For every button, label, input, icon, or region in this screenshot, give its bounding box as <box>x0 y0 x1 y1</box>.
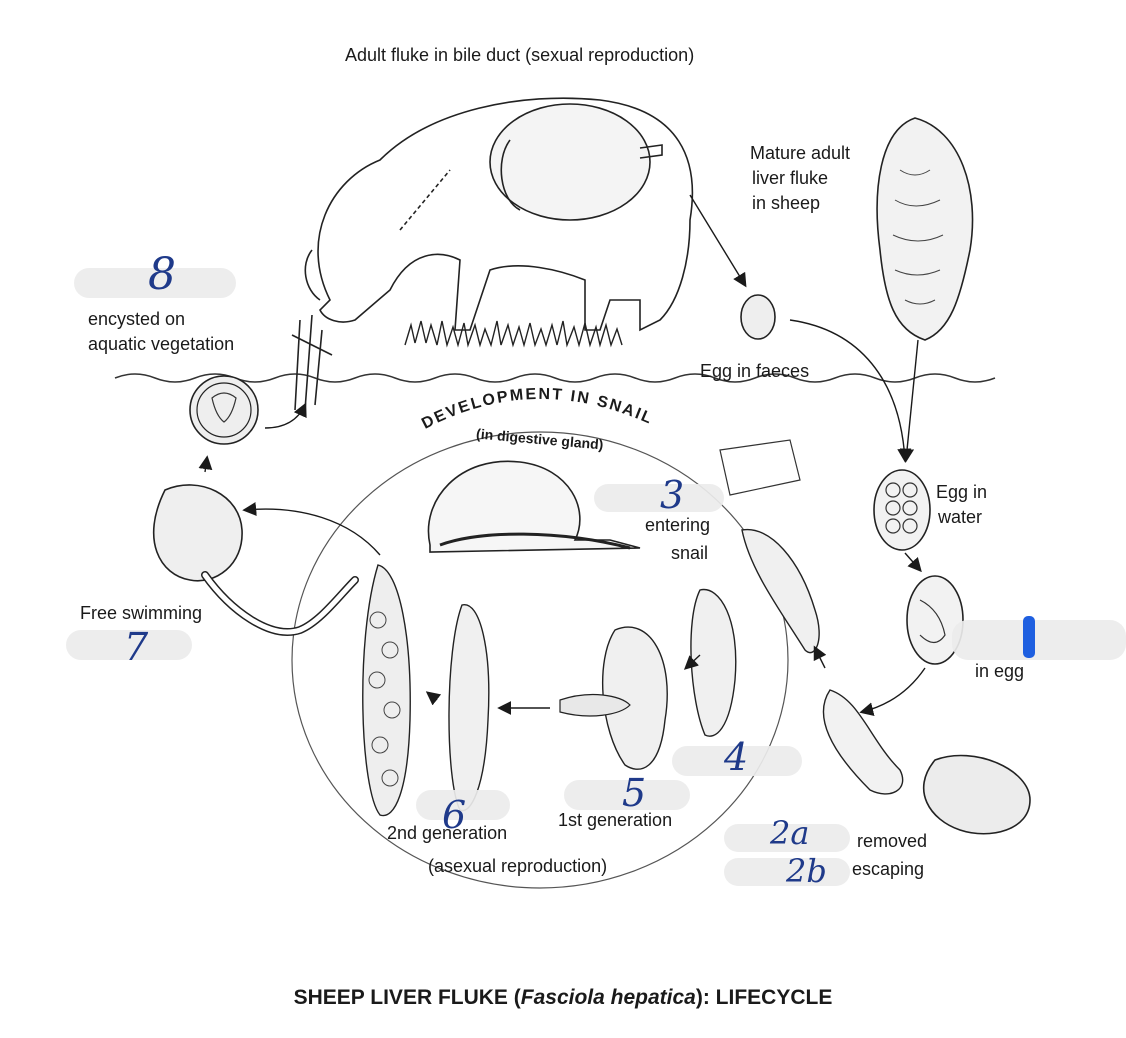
escaping-label: escaping <box>852 859 925 879</box>
arrow-egg-hatch <box>904 552 922 573</box>
handwritten-5: 5 <box>622 771 647 815</box>
mask-3 <box>594 484 724 512</box>
encysted-label-1: encysted on <box>88 309 186 329</box>
handwritten-8: 8 <box>148 249 176 300</box>
entering-snail-label-2: snail <box>670 543 708 563</box>
mask-2b <box>724 858 850 886</box>
mature-adult-label-1: Mature adult <box>750 143 851 163</box>
handwritten-2a: 2a <box>770 814 810 852</box>
egg-water-label-2: water <box>938 507 983 527</box>
arrow-egg-water <box>789 319 912 463</box>
mature-adult-label-2: liver fluke <box>752 168 829 188</box>
cercaria-redia-drawing <box>362 564 411 817</box>
removed-label: removed <box>857 831 928 851</box>
diagram-title: SHEEP LIVER FLUKE (Fasciola hepatica): L… <box>0 986 1126 1010</box>
water-line <box>114 373 996 383</box>
handwritten-3: 3 <box>660 473 685 517</box>
title-species: Fasciola hepatica <box>520 986 696 1009</box>
handwritten-4: 4 <box>724 735 749 779</box>
mask-7 <box>66 630 192 660</box>
handwritten-7: 7 <box>124 625 149 669</box>
mask-5 <box>564 780 690 810</box>
adult-fluke-label: Adult fluke in bile duct (sexual reprodu… <box>345 45 695 65</box>
title-prefix: SHEEP LIVER FLUKE ( <box>293 986 521 1009</box>
arrow-cyst-plant <box>264 402 307 429</box>
blue-marker-stroke <box>1023 616 1035 658</box>
cercaria-drawing <box>152 484 243 582</box>
arrow-sheep-egg <box>689 194 747 288</box>
title-suffix: ): LIFECYCLE <box>695 986 833 1009</box>
second-generation-label: 2nd generation <box>387 823 508 843</box>
arrow-adult-water <box>900 339 919 463</box>
handwritten-2b: 2b <box>786 852 827 890</box>
grass <box>404 320 623 348</box>
egg-faeces-drawing <box>740 294 776 340</box>
escaping-egg-drawing <box>923 754 1031 835</box>
egg-water-label-1: Egg in <box>936 482 988 502</box>
handwritten-6: 6 <box>442 793 467 837</box>
arrow-redia-cercaria <box>242 502 381 556</box>
mature-adult-label-3: in sheep <box>752 193 821 213</box>
entering-snail-label-1: entering <box>644 515 710 535</box>
egg-water-drawing <box>873 469 931 551</box>
first-gen-redia-drawing <box>602 626 668 770</box>
sporocyst-drawing <box>690 588 737 737</box>
snail-drawing <box>427 460 641 553</box>
mask-6 <box>416 790 510 820</box>
mask-1 <box>952 620 1126 660</box>
second-gen-redia-drawing <box>448 604 490 812</box>
arrow-2nd-cercariae <box>425 691 442 706</box>
first-generation-label: 1st generation <box>558 810 673 830</box>
encysted-label-2: aquatic vegetation <box>88 334 235 354</box>
mask-4 <box>672 746 802 776</box>
mask-8 <box>74 268 236 298</box>
entering-snail-drawing <box>741 528 820 654</box>
free-swimming-label: Free swimming <box>80 603 203 623</box>
arrow-cercaria-cyst <box>198 455 213 473</box>
adult-fluke-texture <box>892 169 944 305</box>
adult-fluke-drawing <box>876 117 974 341</box>
mask-2a <box>724 824 850 852</box>
reeds <box>291 314 333 411</box>
in-egg-label: in egg <box>975 661 1025 681</box>
asexual-reproduction-label: (asexual reproduction) <box>428 856 608 876</box>
arrow-hatch-escape <box>859 667 926 717</box>
development-arc-label: DEVELOPMENT IN SNAIL <box>419 386 656 433</box>
cyst-drawing <box>189 375 259 445</box>
egg-faeces-label: Egg in faeces <box>700 361 810 381</box>
sheep <box>304 97 694 332</box>
snail-circle <box>291 431 789 889</box>
arrow-escape-snail <box>813 645 827 669</box>
arrow-sporocyst-redia <box>683 654 701 670</box>
